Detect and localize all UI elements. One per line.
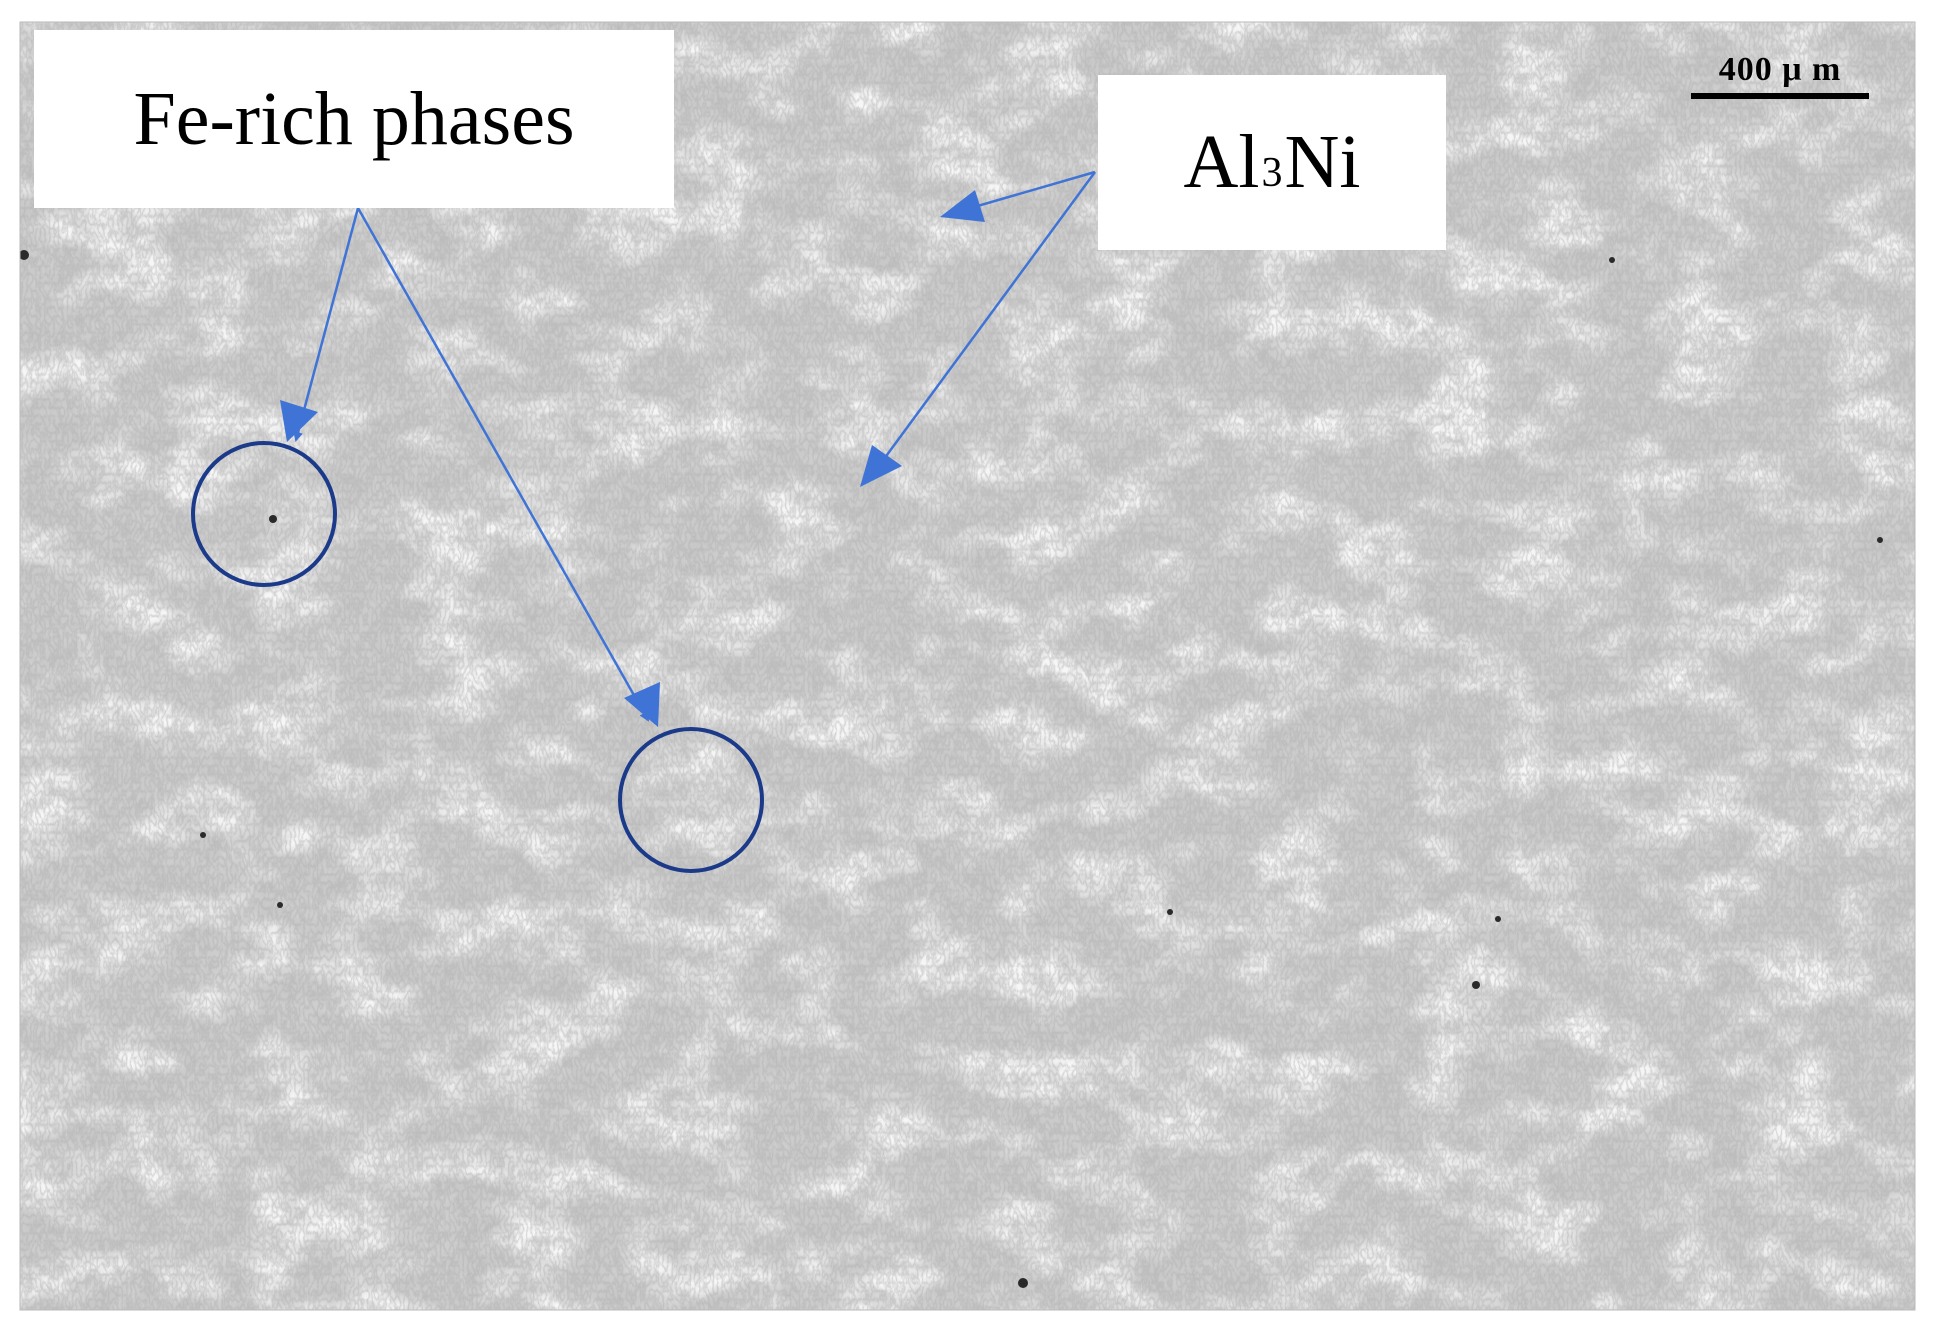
arrow-icon [868,171,1097,480]
arrowheads [280,190,985,727]
label-al3ni-suffix: Ni [1284,120,1361,204]
arrow-icon [624,682,660,727]
micrograph-image [20,22,1915,1310]
circle-highlight-icon [618,727,764,873]
scale-bar: 400 μ m [1688,46,1872,106]
scale-bar-line [1691,93,1869,99]
label-al3ni-subscript: 3 [1261,149,1283,196]
label-al3ni-prefix: Al [1183,120,1260,204]
label-fe-rich-text: Fe-rich phases [133,76,575,161]
arrow-icon [940,190,985,222]
arrow-icon [356,207,650,722]
arrow-icon [280,400,318,442]
label-fe-rich-phases: Fe-rich phases [34,30,674,208]
image-border [19,21,1916,1311]
annotation-arrows [293,170,1097,722]
arrow-icon [860,445,902,487]
arrow-icon [293,207,360,442]
pores [20,250,1883,1288]
fine-texture [20,22,1915,1310]
highlight-circles [191,441,764,873]
circle-highlight-icon [191,441,337,587]
scale-bar-text: 400 μ m [1718,51,1842,88]
